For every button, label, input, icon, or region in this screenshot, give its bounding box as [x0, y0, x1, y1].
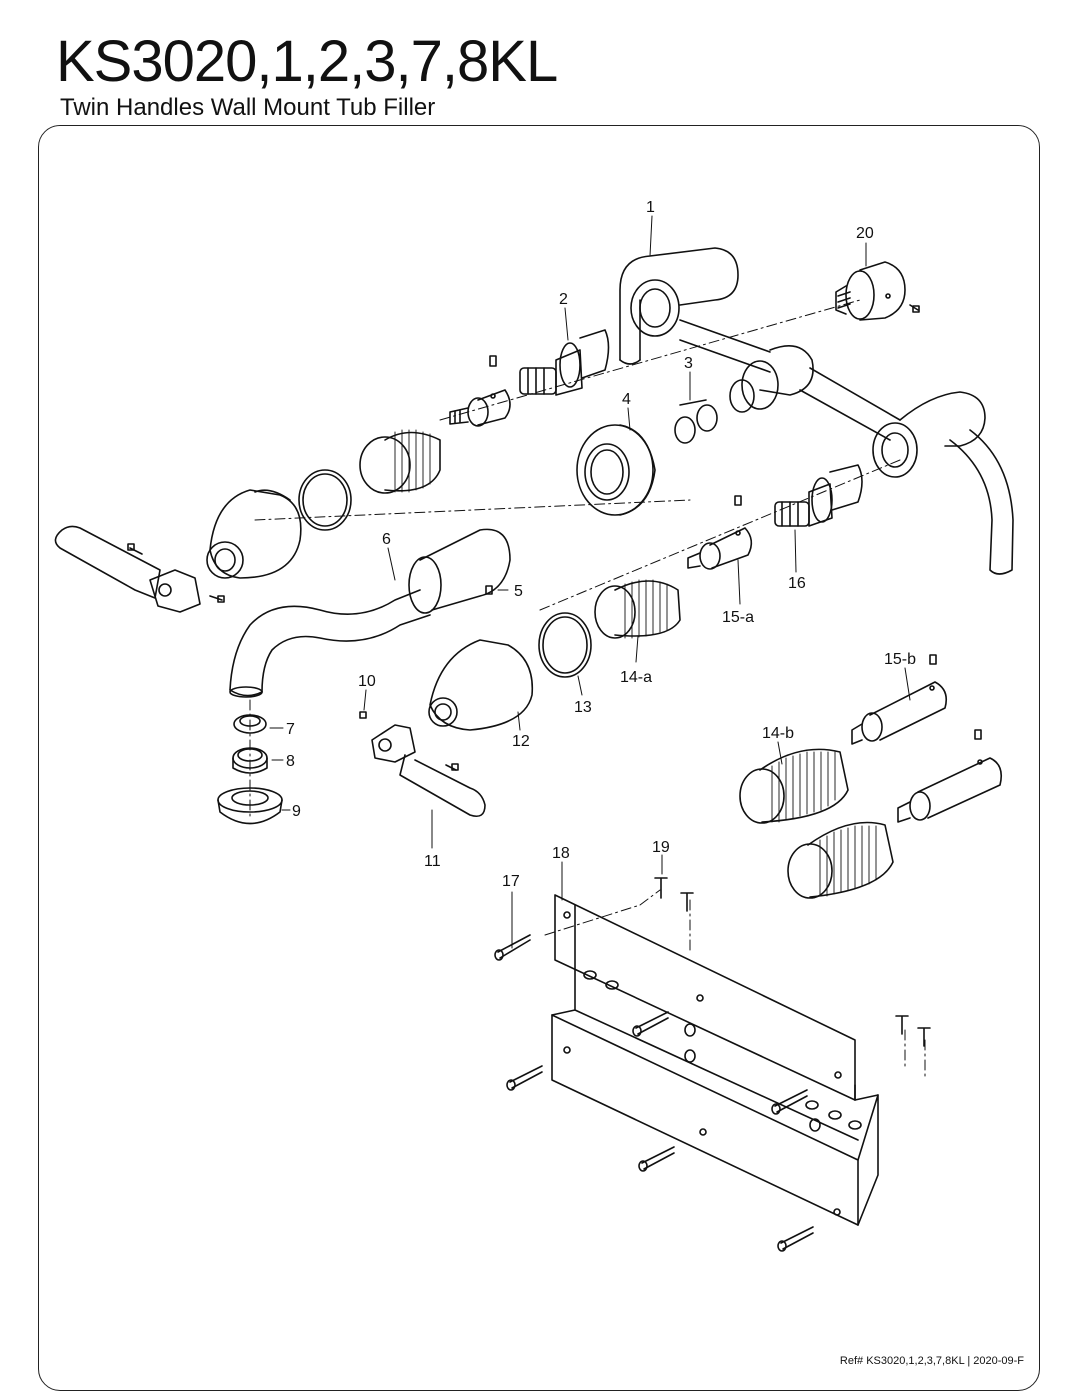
part-20-adapter: [835, 261, 920, 321]
part-11-lower-lever-handle: [359, 711, 486, 818]
part-upper-o-ring: [298, 469, 352, 531]
label-part-8: 8: [286, 753, 295, 770]
leader-lines: [269, 215, 911, 949]
part-15-b-extension-stem-2: [897, 729, 1003, 823]
part-upper-bell-escutcheon: [206, 489, 302, 579]
label-part-12: 12: [512, 733, 530, 750]
part-upper-o-ring-inner: [302, 473, 348, 527]
part-13-o-ring: [538, 612, 592, 678]
part-14-b-extension-sleeve: [739, 748, 849, 824]
label-part-17: 17: [502, 873, 520, 890]
label-part-18: 18: [552, 845, 570, 862]
part-10-screw: [359, 711, 367, 719]
part-14-a-threaded-sleeve: [594, 579, 681, 639]
part-2-cartridge: [519, 329, 610, 396]
part-upper-lever-handle: [54, 525, 225, 613]
page-subtitle: Twin Handles Wall Mount Tub Filler: [60, 94, 436, 121]
part-12-bell-escutcheon: [428, 639, 534, 731]
part-upper-threaded-sleeve: [359, 429, 441, 494]
label-part-14-b: 14-b: [762, 725, 794, 742]
part-labels: 1 2 3 4 5 6 7 8 9 10 11 12 13 14-a 14-b …: [286, 199, 916, 890]
page-title: KS3020,1,2,3,7,8KL: [56, 29, 558, 94]
part-3-washers: [674, 399, 718, 444]
part-4-flange: [576, 424, 656, 516]
part-18-mounting-bracket-2: [551, 1009, 879, 1226]
part-16-cartridge: [774, 464, 863, 527]
label-part-5: 5: [514, 583, 523, 600]
label-part-14-a: 14-a: [620, 669, 652, 686]
label-part-3: 3: [684, 355, 693, 372]
label-part-1: 1: [646, 199, 655, 216]
part-15-a-stem: [687, 495, 753, 570]
part-17-wood-screws: [494, 934, 814, 1252]
part-8-aerator: [232, 747, 268, 774]
label-part-13: 13: [574, 699, 592, 716]
part-upper-stem: [449, 355, 511, 427]
part-19-machine-screws: [654, 877, 931, 1047]
label-part-15-a: 15-a: [722, 609, 754, 626]
part-1-body: [619, 247, 1014, 575]
label-part-16: 16: [788, 575, 806, 592]
part-7-washer: [233, 714, 267, 734]
label-part-9: 9: [292, 803, 301, 820]
part-14-b-extension-sleeve-2: [787, 821, 894, 899]
part-5-set-screw: [485, 585, 493, 595]
label-part-7: 7: [286, 721, 295, 738]
label-part-6: 6: [382, 531, 391, 548]
part-13-o-ring-inner: [542, 616, 588, 674]
label-part-10: 10: [358, 673, 376, 690]
label-part-4: 4: [622, 391, 631, 408]
diagram-frame: [38, 125, 1040, 1391]
label-part-2: 2: [559, 291, 568, 308]
label-part-15-b: 15-b: [884, 651, 916, 668]
label-part-20: 20: [856, 225, 874, 242]
label-part-19: 19: [652, 839, 670, 856]
part-9-aerator-housing: [217, 787, 283, 825]
part-6-spout: [229, 528, 511, 698]
assembly-axis-lines: [249, 299, 926, 1081]
label-part-11: 11: [424, 853, 441, 870]
reference-number: Ref# KS3020,1,2,3,7,8KL | 2020-09-F: [839, 1355, 1024, 1367]
part-15-b-extension-stem: [851, 654, 948, 745]
